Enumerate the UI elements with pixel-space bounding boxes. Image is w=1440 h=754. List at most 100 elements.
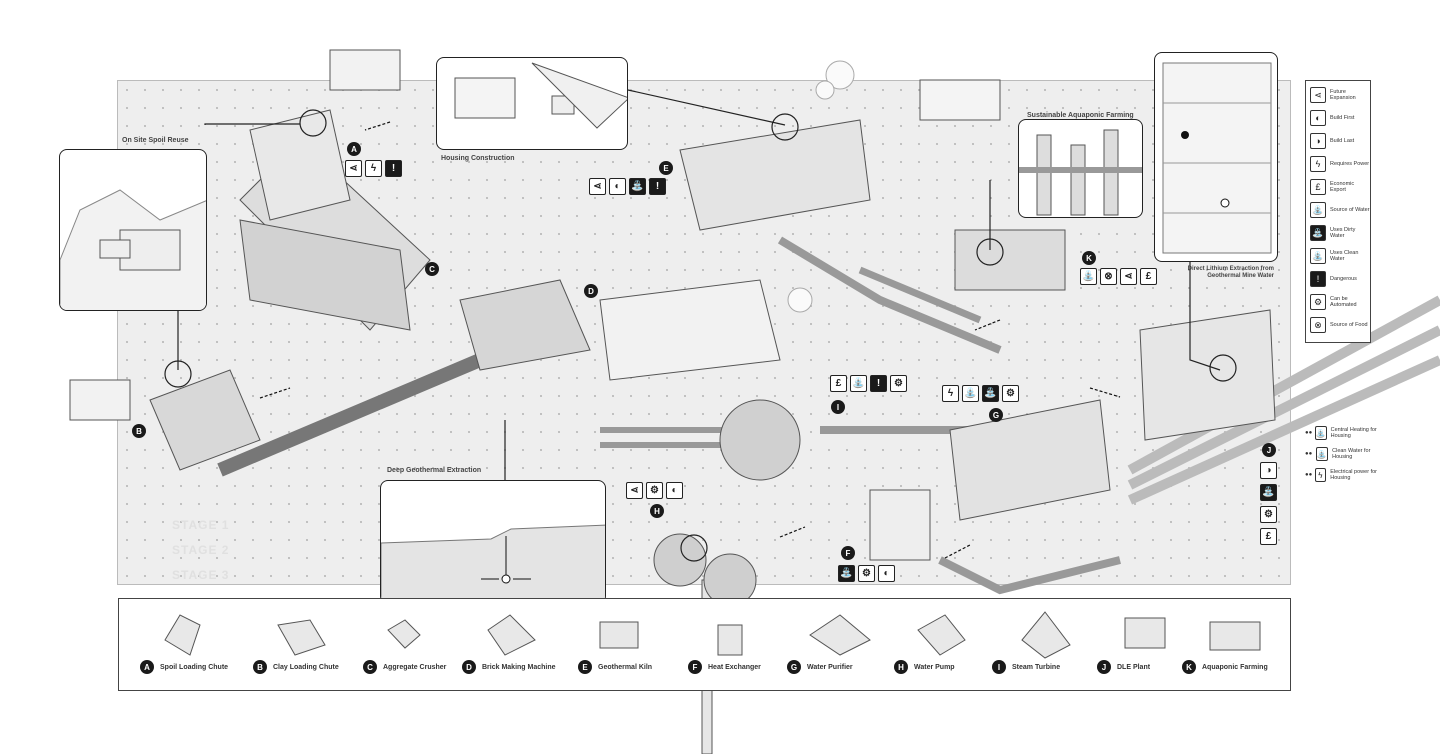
- pipe-dots-icon: ●●: [1305, 451, 1313, 457]
- key-marker: B: [253, 660, 267, 674]
- key-item-c: C Aggregate Crusher: [363, 660, 446, 674]
- requires-power-icon: ϟ: [1310, 156, 1326, 172]
- key-name: Water Pump: [914, 663, 955, 671]
- marker-h: H: [650, 504, 664, 518]
- electrical-power-icon: ϟ: [1314, 468, 1327, 482]
- legend-item: ⛲ Source of Water: [1310, 199, 1370, 221]
- future-expansion-icon: ⋖: [589, 178, 606, 195]
- icon-group-e: ⋖ ◐ ⛲ !: [589, 178, 669, 195]
- marker-b: B: [132, 424, 146, 438]
- legend-item: ◑ Build Last: [1310, 130, 1370, 152]
- key-item-j: J DLE Plant: [1097, 660, 1150, 674]
- can-be-automated-icon: ⚙: [1002, 385, 1019, 402]
- aquaponic-sketch: [1019, 129, 1142, 216]
- key-marker: C: [363, 660, 377, 674]
- housing-title: Housing Construction: [441, 155, 515, 162]
- housing-sketch: [454, 62, 627, 129]
- uses-dirty-water-icon: ⛲: [982, 385, 999, 402]
- legend-item: ⛲ Uses Dirty Water: [1310, 222, 1370, 244]
- build-first-icon: ◐: [666, 482, 683, 499]
- economic-export-icon: £: [1310, 179, 1326, 195]
- uses-dirty-water-icon: ⛲: [1260, 484, 1277, 501]
- legend-label: Uses Clean Water: [1330, 250, 1359, 262]
- future-expansion-icon: ⋖: [1310, 87, 1326, 103]
- icon-legend: ⋖ Future Expansion ◐ Build First ◑ Build…: [1305, 80, 1371, 343]
- legend-item: ⊗ Source of Food: [1310, 314, 1370, 336]
- build-last-icon: ◑: [1260, 462, 1277, 479]
- uses-clean-water-icon: ⛲: [850, 375, 867, 392]
- key-item-h: H Water Pump: [894, 660, 955, 674]
- can-be-automated-icon: ⚙: [1260, 506, 1277, 523]
- icon-group-i: £ ⛲ ! ⚙: [830, 375, 910, 392]
- build-first-icon: ◐: [609, 178, 626, 195]
- key-marker: I: [992, 660, 1006, 674]
- key-name: Water Purifier: [807, 663, 853, 671]
- icon-group-j: ◑ ⛲ ⚙ £: [1260, 462, 1280, 545]
- future-expansion-icon: ⋖: [626, 482, 643, 499]
- future-expansion-icon: ⋖: [1120, 268, 1137, 285]
- key-item-e: E Geothermal Kiln: [578, 660, 652, 674]
- geothermal-inset: [380, 480, 606, 604]
- requires-power-icon: ϟ: [942, 385, 959, 402]
- geothermal-sketch: [381, 524, 605, 603]
- legend-item: ! Dangerous: [1310, 268, 1370, 290]
- key-marker: G: [787, 660, 801, 674]
- geothermal-title: Deep Geothermal Extraction: [387, 467, 482, 474]
- marker-j: J: [1262, 443, 1276, 457]
- dangerous-icon: !: [870, 375, 887, 392]
- legend-item: ϟ Requires Power: [1310, 153, 1370, 175]
- spoil-reuse-sketch: [60, 189, 206, 310]
- central-heating-icon: ⛲: [1314, 426, 1327, 440]
- key-name: Aquaponic Farming: [1202, 663, 1268, 671]
- lithium-inset: [1154, 52, 1278, 262]
- key-item-b: B Clay Loading Chute: [253, 660, 339, 674]
- legend-label: Economic Export: [1330, 181, 1355, 193]
- clean-water-icon: ⛲: [1315, 447, 1329, 461]
- future-expansion-icon: ⋖: [345, 160, 362, 177]
- legend-label: Build First: [1330, 115, 1355, 121]
- legend-label: Uses Dirty Water: [1330, 227, 1356, 239]
- lithium-title: Direct Lithium Extraction from Geotherma…: [1187, 266, 1274, 279]
- legend-label: Future Expansion: [1330, 89, 1356, 101]
- legend-label: Source of Food: [1330, 322, 1368, 328]
- marker-k: K: [1082, 251, 1096, 265]
- housing-label: Electrical power for Housing: [1330, 469, 1377, 481]
- housing-inset: [436, 57, 628, 150]
- can-be-automated-icon: ⚙: [646, 482, 663, 499]
- key-marker: E: [578, 660, 592, 674]
- icon-group-h: ⋖ ⚙ ◐: [626, 482, 686, 499]
- key-marker: J: [1097, 660, 1111, 674]
- key-name: Aggregate Crusher: [383, 663, 447, 671]
- build-first-icon: ◐: [878, 565, 895, 582]
- marker-a: A: [347, 142, 361, 156]
- can-be-automated-icon: ⚙: [1310, 294, 1326, 310]
- key-item-a: A Spoil Loading Chute: [140, 660, 228, 674]
- legend-label: Build Last: [1330, 138, 1355, 144]
- key-name: Steam Turbine: [1012, 663, 1061, 671]
- marker-e: E: [659, 161, 673, 175]
- key-name: Geothermal Kiln: [598, 663, 653, 671]
- aquaponic-inset: [1018, 119, 1143, 218]
- key-name: Spoil Loading Chute: [160, 663, 229, 671]
- legend-item: ◐ Build First: [1310, 107, 1370, 129]
- icon-group-k: ⛲ ⊗ ⋖ £: [1080, 268, 1160, 285]
- key-item-i: I Steam Turbine: [992, 660, 1060, 674]
- stage-2-label: STAGE 2: [172, 543, 230, 557]
- uses-dirty-water-icon: ⛲: [838, 565, 855, 582]
- legend-item: ⛲ Uses Clean Water: [1310, 245, 1370, 267]
- can-be-automated-icon: ⚙: [890, 375, 907, 392]
- key-marker: F: [688, 660, 702, 674]
- marker-f: F: [841, 546, 855, 560]
- key-name: DLE Plant: [1117, 663, 1151, 671]
- aquaponic-title: Sustainable Aquaponic Farming: [1027, 112, 1134, 119]
- stage-3-label: STAGE 3: [172, 568, 230, 582]
- economic-export-icon: £: [1260, 528, 1277, 545]
- economic-export-icon: £: [830, 375, 847, 392]
- key-name: Brick Making Machine: [482, 663, 556, 671]
- stage-1-label: STAGE 1: [172, 518, 230, 532]
- dangerous-icon: !: [1310, 271, 1326, 287]
- housing-supply-item: ●● ⛲ Central Heating for Housing: [1305, 424, 1385, 442]
- key-marker: K: [1182, 660, 1196, 674]
